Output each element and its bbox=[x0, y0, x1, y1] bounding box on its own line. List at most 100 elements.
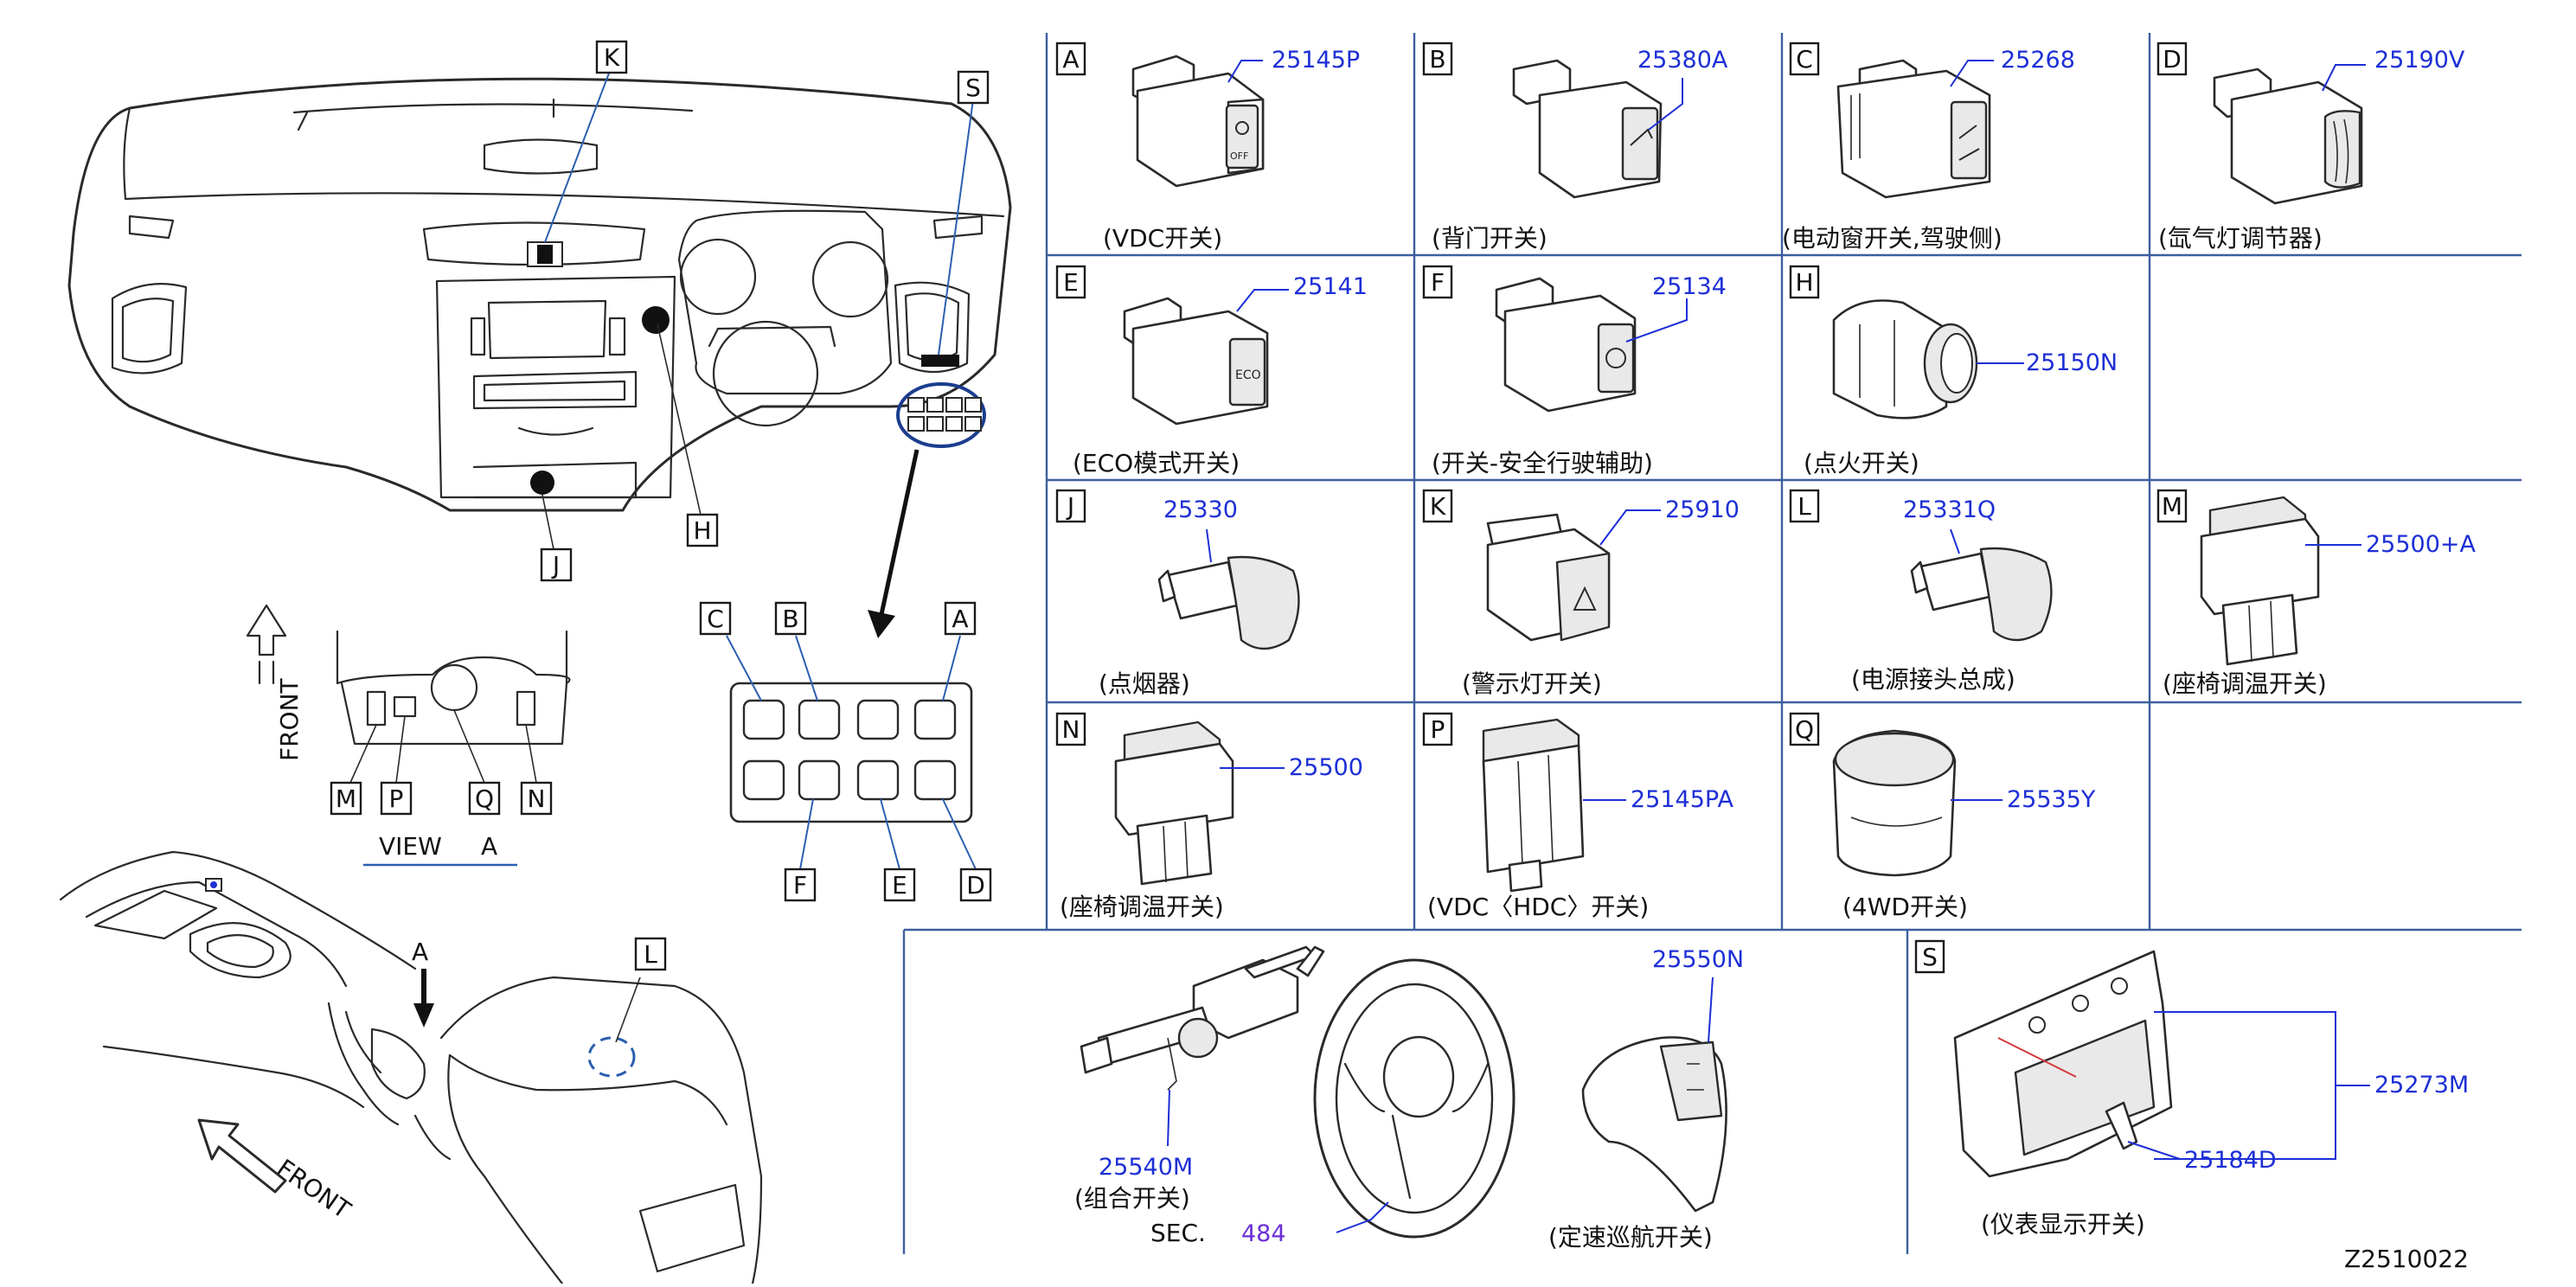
callout-s: S bbox=[965, 74, 981, 102]
part-h-letter: H bbox=[1795, 268, 1813, 297]
part-a-number: 25145P bbox=[1272, 47, 1360, 74]
part-b-letter: B bbox=[1429, 45, 1445, 74]
cruise-caption: (定速巡航开关) bbox=[1548, 1223, 1713, 1252]
callout-box-k bbox=[595, 40, 628, 74]
part-cell-e: E ECO 25141 (ECO模式开关) bbox=[1055, 265, 1368, 477]
part-k-caption: (警示灯开关) bbox=[1462, 669, 1602, 698]
part-m-letter: M bbox=[2162, 492, 2182, 521]
cluster-letter: S bbox=[1922, 943, 1938, 971]
view-a-illustration: VIEW A M P Q N bbox=[330, 630, 571, 867]
callout-box-j bbox=[540, 547, 573, 582]
part-cell-j: J 25330 (点烟器) bbox=[1055, 489, 1300, 698]
callout-box-h bbox=[686, 513, 719, 547]
part-k-number: 25910 bbox=[1665, 496, 1740, 523]
combination-switch-illustration: 25540M (组合开关) bbox=[1074, 945, 1325, 1213]
view-a-label: VIEW bbox=[379, 832, 442, 861]
part-cell-k: K 25910 (警示灯开关) bbox=[1422, 489, 1740, 698]
part-c-number: 25268 bbox=[2001, 47, 2075, 74]
part-d-number: 25190V bbox=[2374, 47, 2465, 74]
callout-l: L bbox=[644, 940, 657, 969]
cruise-switch-illustration: 25550N (定速巡航开关) bbox=[1548, 946, 1744, 1252]
part-h-number: 25150N bbox=[2026, 349, 2118, 376]
cluster-caption: (仪表显示开关) bbox=[1981, 1210, 2145, 1239]
steering-wheel-illustration: SEC. 484 bbox=[1150, 958, 1515, 1247]
view-a-letter: A bbox=[481, 832, 497, 861]
part-q-letter: Q bbox=[1795, 715, 1814, 744]
part-l-caption: (电源接头总成) bbox=[1851, 665, 2015, 694]
part-a-caption: (VDC开关) bbox=[1103, 224, 1222, 253]
cluster-number-b: 25184D bbox=[2184, 1147, 2277, 1174]
part-d-caption: (氙气灯调节器) bbox=[2158, 224, 2323, 253]
cluster-switch-illustration: S 25273M 25184D (仪表显示开关) bbox=[1914, 939, 2469, 1239]
part-c-caption: (电动窗开关,驾驶侧) bbox=[1782, 224, 2002, 253]
combo-number: 25540M bbox=[1099, 1154, 1193, 1181]
callout-q: Q bbox=[475, 784, 494, 813]
part-f-letter: F bbox=[1431, 268, 1445, 297]
callout-j: J bbox=[551, 551, 560, 579]
arrow-a-label: A bbox=[412, 938, 428, 966]
part-p-letter: P bbox=[1431, 715, 1445, 744]
parts-grid-lines bbox=[902, 33, 2522, 1254]
callout-e: E bbox=[892, 871, 907, 900]
callout-b: B bbox=[782, 605, 798, 633]
part-cell-f: F 25134 (开关-安全行驶辅助) bbox=[1422, 265, 1727, 477]
callout-box-s bbox=[957, 70, 990, 105]
callout-c: C bbox=[707, 605, 724, 633]
part-f-caption: (开关-安全行驶辅助) bbox=[1432, 449, 1653, 477]
callout-a: A bbox=[952, 605, 968, 633]
part-f-number: 25134 bbox=[1652, 273, 1727, 300]
off-icon-text: OFF bbox=[1230, 150, 1248, 162]
callout-h: H bbox=[693, 516, 711, 545]
front-arrow-up-icon: FRONT bbox=[246, 604, 304, 761]
dashboard-callouts: K S H J bbox=[540, 40, 990, 582]
part-c-letter: C bbox=[1796, 45, 1813, 74]
callout-f: F bbox=[793, 871, 807, 900]
sec-label: SEC. bbox=[1150, 1219, 1206, 1247]
switch-panel-illustration: C B A F E D bbox=[699, 601, 992, 902]
part-b-caption: (背门开关) bbox=[1432, 224, 1548, 253]
part-j-caption: (点烟器) bbox=[1099, 669, 1190, 698]
part-q-caption: (4WD开关) bbox=[1842, 893, 1968, 921]
part-cell-b: B 25380A (背门开关) bbox=[1422, 42, 1728, 253]
callout-m: M bbox=[336, 784, 356, 813]
part-cell-m: M 25500+A (座椅调温开关) bbox=[2156, 489, 2477, 698]
front-label-diagonal: FRONT bbox=[272, 1154, 356, 1225]
part-cell-h: H 25150N (点火开关) bbox=[1789, 265, 2118, 477]
dashboard-illustration bbox=[67, 70, 1012, 638]
figure-code: Z2510022 bbox=[2344, 1245, 2469, 1273]
combo-caption: (组合开关) bbox=[1074, 1184, 1190, 1213]
cluster-number-a: 25273M bbox=[2374, 1072, 2469, 1098]
part-cell-c: C 25268 (电动窗开关,驾驶侧) bbox=[1782, 42, 2075, 253]
part-cell-a: A OFF 25145P (VDC开关) bbox=[1055, 42, 1360, 253]
front-label-vertical: FRONT bbox=[275, 677, 304, 761]
part-cell-l: L 25331Q (电源接头总成) bbox=[1789, 489, 2053, 694]
part-k-letter: K bbox=[1430, 492, 1446, 521]
part-p-number: 25145PA bbox=[1631, 786, 1733, 813]
part-j-letter: J bbox=[1066, 492, 1074, 521]
front-arrow-diag-icon bbox=[197, 1118, 287, 1194]
part-a-letter: A bbox=[1062, 45, 1079, 74]
callout-d: D bbox=[966, 871, 985, 900]
part-cell-p: P 25145PA (VDC〈HDC〉开关) bbox=[1422, 712, 1733, 921]
part-cell-q: Q 25535Y (4WD开关) bbox=[1789, 712, 2096, 921]
part-n-number: 25500 bbox=[1289, 754, 1363, 781]
part-n-letter: N bbox=[1062, 715, 1080, 744]
eco-icon-text: ECO bbox=[1235, 368, 1261, 382]
part-cell-n: N 25500 (座椅调温开关) bbox=[1055, 712, 1363, 921]
part-q-number: 25535Y bbox=[2007, 786, 2096, 813]
part-cell-d: D 25190V (氙气灯调节器) bbox=[2156, 42, 2465, 253]
part-e-number: 25141 bbox=[1293, 273, 1368, 300]
part-j-number: 25330 bbox=[1163, 496, 1238, 523]
part-d-letter: D bbox=[2163, 45, 2182, 74]
part-p-caption: (VDC〈HDC〉开关) bbox=[1427, 893, 1649, 921]
part-m-number: 25500+A bbox=[2366, 531, 2477, 558]
sec-number: 484 bbox=[1241, 1220, 1286, 1247]
callout-n: N bbox=[528, 784, 546, 813]
cruise-number: 25550N bbox=[1652, 946, 1744, 973]
callout-k: K bbox=[604, 43, 620, 72]
callout-p: P bbox=[389, 784, 404, 813]
part-l-letter: L bbox=[1797, 492, 1811, 521]
part-e-caption: (ECO模式开关) bbox=[1073, 449, 1240, 477]
